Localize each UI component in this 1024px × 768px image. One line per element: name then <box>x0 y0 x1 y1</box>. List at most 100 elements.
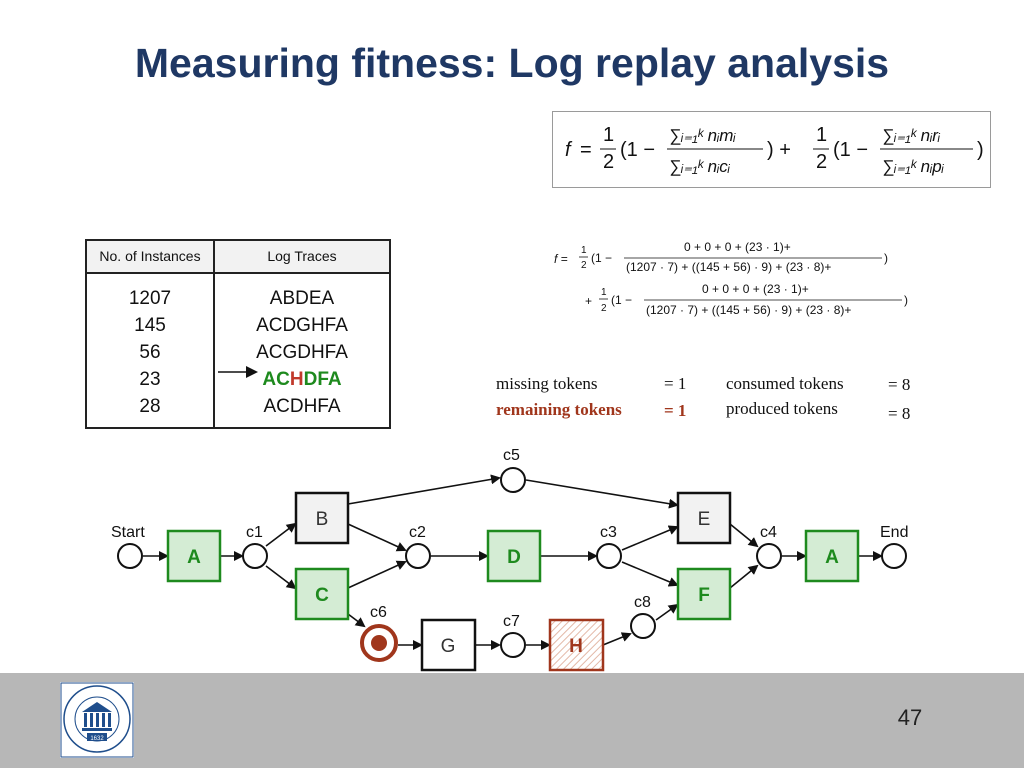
petri-arcs <box>143 474 883 650</box>
place-c2 <box>405 543 431 569</box>
example-open: (1 − <box>591 251 612 265</box>
label-c6: c6 <box>370 604 387 621</box>
formula-open2: (1 − <box>833 139 868 161</box>
remaining-tokens-value: = 1 <box>664 401 687 420</box>
transition-a-end <box>804 529 860 583</box>
university-seal-icon: 1632 <box>60 682 134 758</box>
example-num1: 0 + 0 + 0 + (23 · 1)+ <box>684 240 791 254</box>
instance-count: 145 <box>134 315 166 336</box>
label-end: End <box>880 524 908 541</box>
missing-tokens-value: = 1 <box>664 374 687 393</box>
example-num2: 0 + 0 + 0 + (23 · 1)+ <box>702 282 809 296</box>
instances-column: 1207 145 56 23 28 <box>87 285 213 420</box>
transition-a-end-label: A <box>825 547 839 568</box>
instance-count: 1207 <box>128 288 172 309</box>
slide-title: Measuring fitness: Log replay analysis <box>134 40 890 86</box>
place-c3 <box>596 543 622 569</box>
log-trace-highlighted: ACHDFA <box>215 366 389 393</box>
produced-tokens-value: = 8 <box>888 404 911 423</box>
example-den2: (1207 · 7) + ((145 + 56) · 9) + (23 · 8)… <box>646 303 851 317</box>
trace-part-ok: AC <box>262 369 290 390</box>
place-end <box>881 543 907 569</box>
log-trace: ABDEA <box>269 288 335 309</box>
petri-net: Start c1 c2 c3 c4 c5 c6 c7 c8 End A B C … <box>111 447 908 672</box>
label-c2: c2 <box>409 524 426 541</box>
formula-frac1-den: ∑ᵢ₌₁ᵏ nᵢcᵢ <box>669 157 731 176</box>
produced-tokens-label: produced tokens <box>726 399 838 418</box>
transition-h-label: H <box>569 636 583 657</box>
example-close2: ) <box>904 293 908 307</box>
transition-f <box>676 567 732 621</box>
formula-half-num: 1 <box>603 124 614 146</box>
example-plus: + <box>585 294 592 308</box>
formula-mid: ) + <box>767 139 791 161</box>
formula-open: (1 − <box>620 139 655 161</box>
transition-e-label: E <box>698 509 711 530</box>
place-c8 <box>630 613 656 639</box>
transition-c <box>294 567 350 621</box>
log-trace: ACDHFA <box>263 396 341 417</box>
transition-h <box>548 618 605 672</box>
formula-frac1-num: ∑ᵢ₌₁ᵏ nᵢmᵢ <box>669 126 736 145</box>
label-c3: c3 <box>600 524 617 541</box>
formula-frac2-den: ∑ᵢ₌₁ᵏ nᵢpᵢ <box>882 157 945 176</box>
label-c4: c4 <box>760 524 777 541</box>
formula-frac2-num: ∑ᵢ₌₁ᵏ nᵢrᵢ <box>882 126 941 145</box>
place-c4 <box>756 543 782 569</box>
example-open2: (1 − <box>611 293 632 307</box>
fitness-formula: f = 1 2 (1 − ∑ᵢ₌₁ᵏ nᵢmᵢ ∑ᵢ₌₁ᵏ nᵢcᵢ ) + 1… <box>552 111 991 188</box>
place-c7 <box>500 632 526 658</box>
log-table-divider <box>213 241 215 427</box>
instance-count: 23 <box>139 369 161 390</box>
place-c1 <box>242 543 268 569</box>
instance-count: 56 <box>139 342 161 363</box>
remaining-tokens-label: remaining tokens <box>496 400 622 419</box>
formula-half-den: 2 <box>603 151 614 173</box>
label-c7: c7 <box>503 613 520 630</box>
consumed-tokens-label: consumed tokens <box>726 374 844 393</box>
header-instances: No. of Instances <box>99 248 201 264</box>
transition-e <box>676 491 732 545</box>
label-start: Start <box>111 524 145 541</box>
formula-half2-num: 1 <box>816 124 827 146</box>
formula-lhs: f <box>565 139 573 161</box>
log-trace: ACGDHFA <box>256 342 348 363</box>
formula-half2-den: 2 <box>816 151 827 173</box>
place-c5 <box>500 467 526 493</box>
example-close1: ) <box>884 251 888 265</box>
header-traces: Log Traces <box>267 248 337 264</box>
consumed-tokens-value: = 8 <box>888 375 911 394</box>
svg-text:=: = <box>580 139 592 161</box>
transition-d <box>486 529 542 583</box>
transition-g-label: G <box>441 636 456 657</box>
label-c1: c1 <box>246 524 263 541</box>
transition-b <box>294 491 350 545</box>
transition-b-label: B <box>316 509 329 530</box>
transition-g <box>420 618 477 672</box>
transition-d-label: D <box>507 547 521 568</box>
page-number: 47 <box>897 705 923 730</box>
transition-a-start-label: A <box>187 547 201 568</box>
university-logo: 1632 <box>60 682 134 758</box>
transition-a-start <box>166 529 222 583</box>
footer-bar <box>0 673 1024 768</box>
fitness-formula-svg: f = 1 2 (1 − ∑ᵢ₌₁ᵏ nᵢmᵢ ∑ᵢ₌₁ᵏ nᵢcᵢ ) + 1… <box>565 124 984 176</box>
formula-close: ) <box>977 139 984 161</box>
example-half-den: 2 <box>581 260 587 271</box>
example-half2-num: 1 <box>601 287 607 298</box>
transition-c-label: C <box>315 585 329 606</box>
log-table-header <box>87 241 389 274</box>
missing-tokens-label: missing tokens <box>496 374 598 393</box>
example-half-num: 1 <box>581 245 587 256</box>
log-table: No. of Instances Log Traces 1207 145 56 … <box>85 239 391 429</box>
logo-year: 1632 <box>90 736 104 742</box>
place-start <box>117 543 143 569</box>
example-half2-den: 2 <box>601 303 607 314</box>
trace-part-ok: DFA <box>303 369 342 390</box>
label-c5: c5 <box>503 447 520 464</box>
example-formula: f = 1 2 (1 − 0 + 0 + 0 + (23 · 1)+ (1207… <box>554 240 908 317</box>
instance-count: 28 <box>139 396 161 417</box>
label-c8: c8 <box>634 594 651 611</box>
trace-part-problem: H <box>289 369 304 390</box>
example-den1: (1207 · 7) + ((145 + 56) · 9) + (23 · 8)… <box>626 260 831 274</box>
